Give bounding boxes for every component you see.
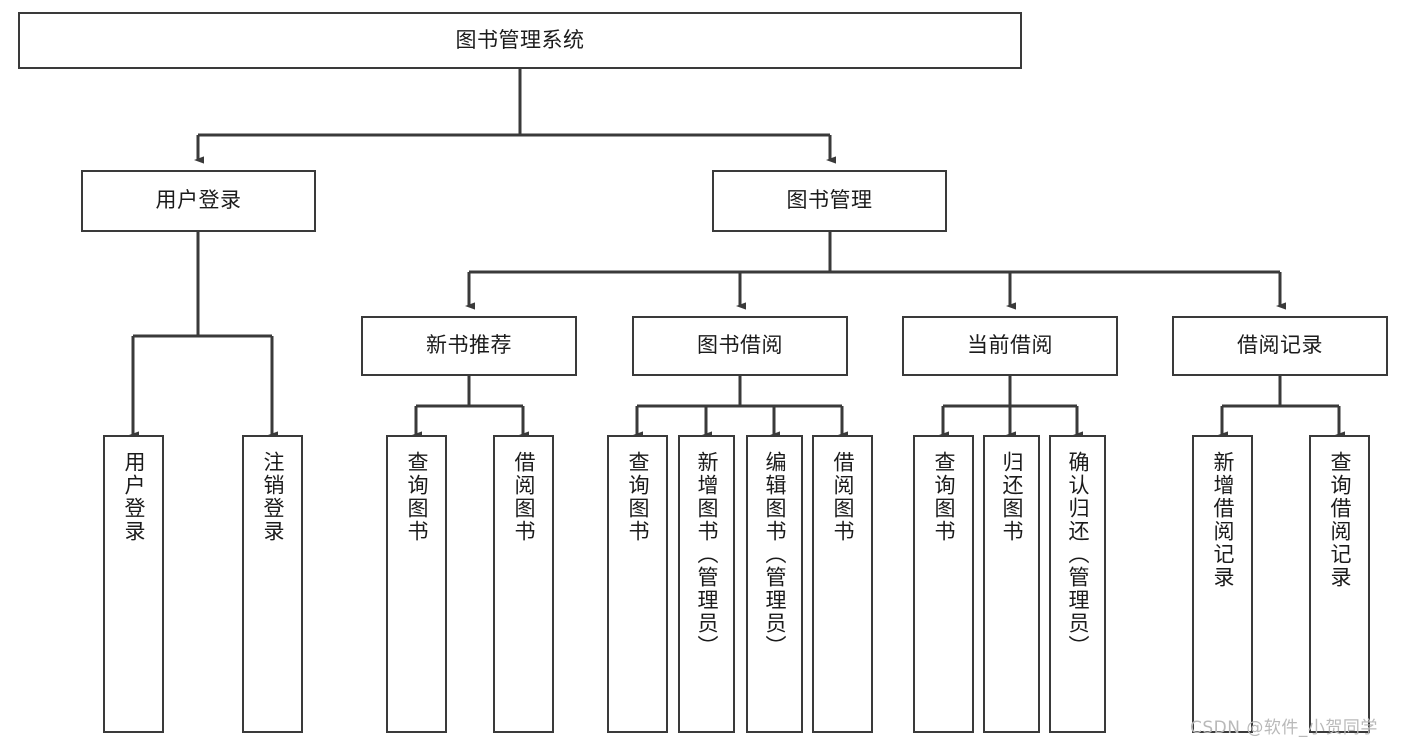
node-label: 图书借阅 <box>697 333 783 358</box>
node-label: 查询图书 <box>404 451 429 543</box>
node-label: 借阅记录 <box>1237 333 1323 358</box>
leaf-borrow-query-book[interactable]: 查询图书 <box>607 435 668 733</box>
leaf-borrow-edit-book-admin[interactable]: 编辑图书（管理员） <box>746 435 803 733</box>
node-root-system[interactable]: 图书管理系统 <box>18 12 1022 69</box>
node-label: 查询图书 <box>625 451 650 543</box>
node-current-borrow[interactable]: 当前借阅 <box>902 316 1118 376</box>
leaf-recommend-borrow-book[interactable]: 借阅图书 <box>493 435 554 733</box>
watermark-text: CSDN @软件_小贺同学 <box>1190 718 1378 738</box>
leaf-current-query-book[interactable]: 查询图书 <box>913 435 974 733</box>
leaf-current-confirm-return-admin[interactable]: 确认归还（管理员） <box>1049 435 1106 733</box>
node-new-book-recommend[interactable]: 新书推荐 <box>361 316 577 376</box>
node-label: 当前借阅 <box>967 333 1053 358</box>
leaf-current-return-book[interactable]: 归还图书 <box>983 435 1040 733</box>
node-user-login[interactable]: 用户登录 <box>81 170 316 232</box>
node-borrow-record[interactable]: 借阅记录 <box>1172 316 1388 376</box>
node-label: 编辑图书（管理员） <box>762 451 787 658</box>
node-label: 用户登录 <box>121 451 146 543</box>
node-label: 新增借阅记录 <box>1210 451 1235 589</box>
node-label: 用户登录 <box>155 188 242 213</box>
node-label: 新书推荐 <box>426 333 512 358</box>
leaf-record-add-record[interactable]: 新增借阅记录 <box>1192 435 1253 733</box>
node-label: 查询借阅记录 <box>1327 451 1352 589</box>
node-label: 确认归还（管理员） <box>1065 451 1090 658</box>
node-label: 归还图书 <box>999 451 1024 543</box>
leaf-user-login-login[interactable]: 用户登录 <box>103 435 164 733</box>
node-label: 注销登录 <box>260 451 285 543</box>
node-label: 借阅图书 <box>830 451 855 543</box>
node-book-borrow[interactable]: 图书借阅 <box>632 316 848 376</box>
leaf-user-login-logout[interactable]: 注销登录 <box>242 435 303 733</box>
leaf-recommend-query-book[interactable]: 查询图书 <box>386 435 447 733</box>
node-label: 借阅图书 <box>511 451 536 543</box>
leaf-borrow-borrow-book[interactable]: 借阅图书 <box>812 435 873 733</box>
node-label: 图书管理系统 <box>455 27 585 52</box>
leaf-record-query-record[interactable]: 查询借阅记录 <box>1309 435 1370 733</box>
node-label: 查询图书 <box>931 451 956 543</box>
leaf-borrow-add-book-admin[interactable]: 新增图书（管理员） <box>678 435 735 733</box>
node-book-management[interactable]: 图书管理 <box>712 170 947 232</box>
node-label: 新增图书（管理员） <box>694 451 719 658</box>
node-label: 图书管理 <box>786 188 873 213</box>
